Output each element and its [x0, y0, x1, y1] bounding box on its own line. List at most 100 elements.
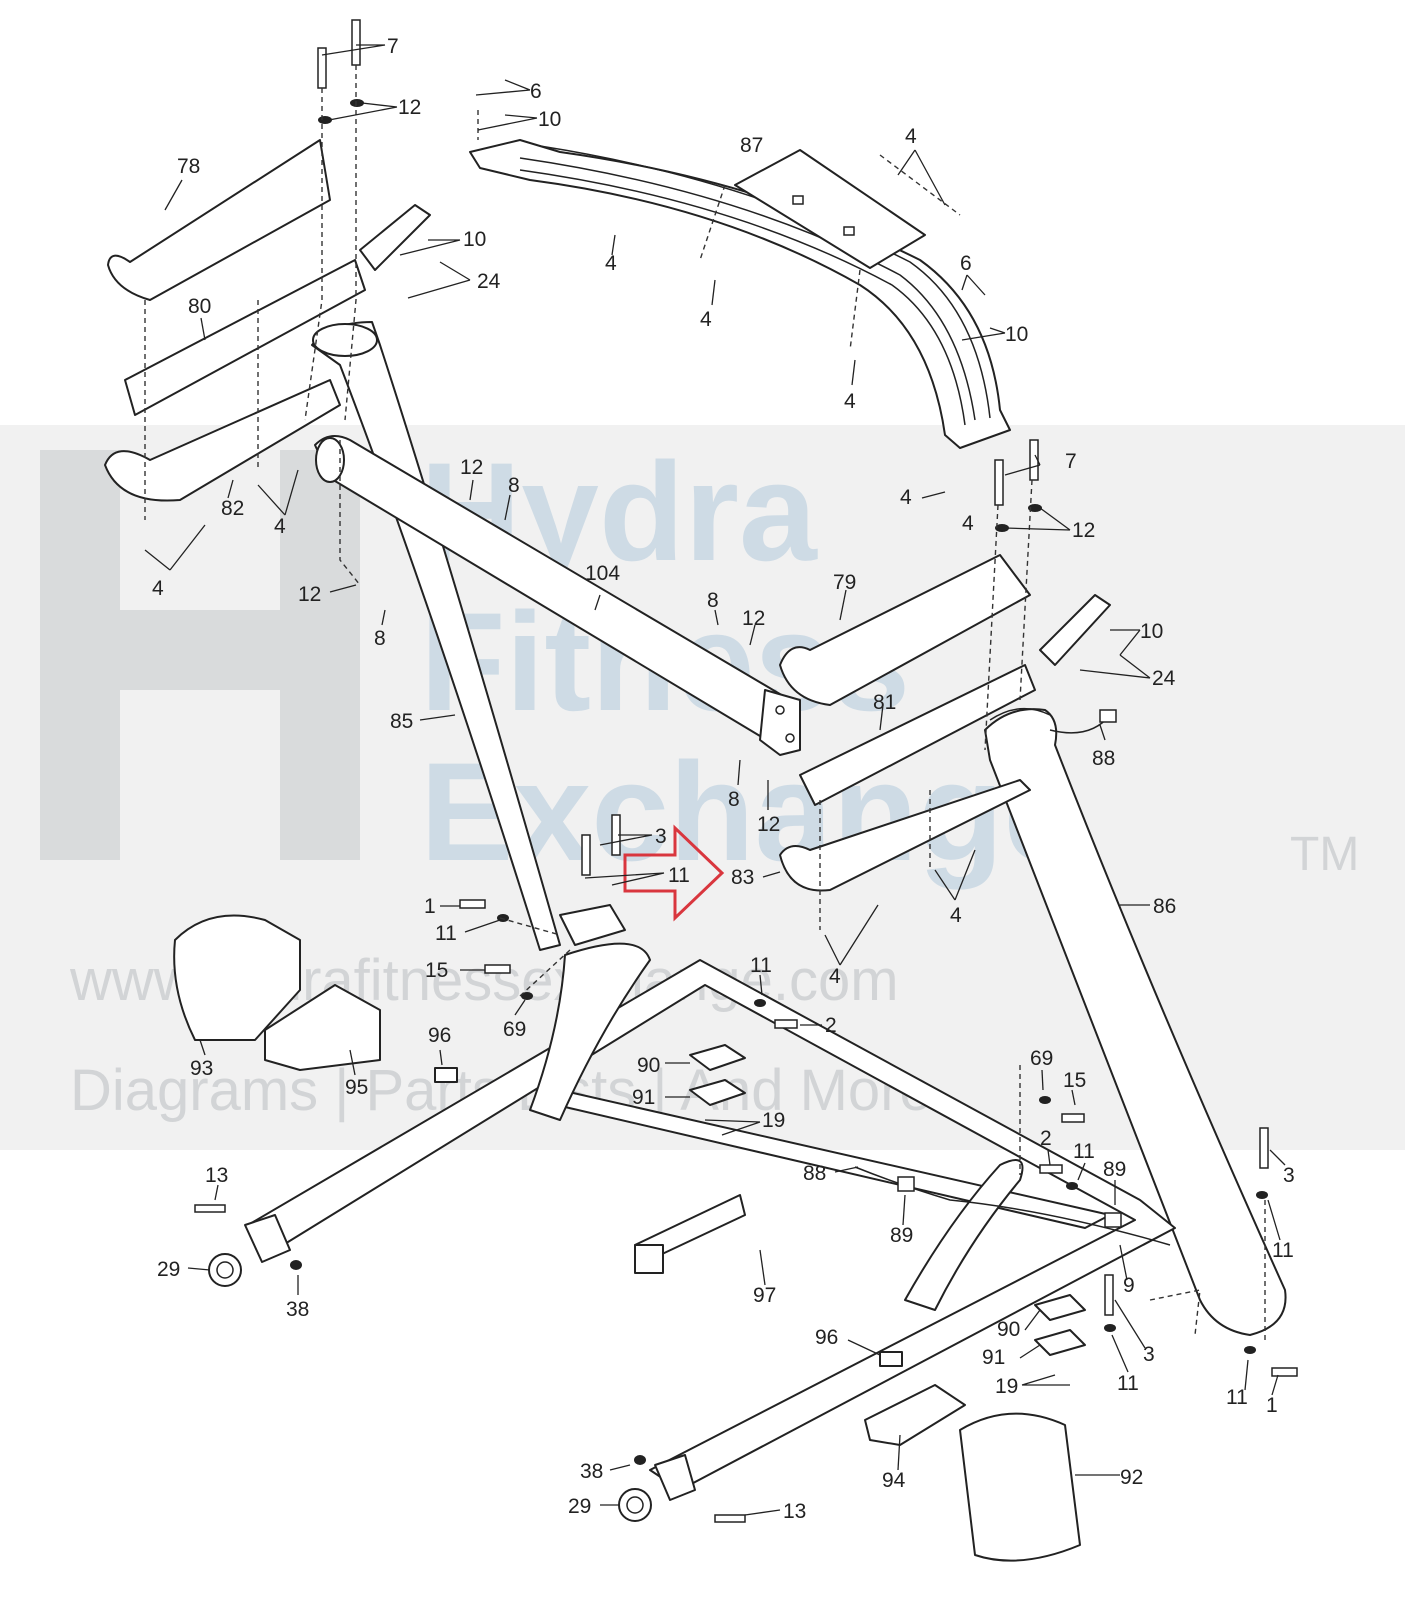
part-label: 8: [374, 627, 386, 650]
assembly-lines: [144, 65, 1266, 1340]
part-label: 1: [424, 895, 436, 918]
part-label: 10: [1140, 620, 1163, 643]
part-label: 89: [890, 1224, 913, 1247]
part-label: 11: [750, 954, 772, 977]
part-label: 79: [833, 571, 856, 594]
leader-lines: [144, 44, 1286, 1516]
part-label: 87: [740, 134, 763, 157]
part-label: 10: [463, 228, 486, 251]
part-label: 80: [188, 295, 211, 318]
part-label: 90: [997, 1318, 1020, 1341]
part-label: 92: [1120, 1466, 1143, 1489]
part-label: 29: [157, 1258, 180, 1281]
part-label: 4: [900, 486, 912, 509]
part-label: 4: [844, 390, 856, 413]
part-label: 12: [460, 456, 483, 479]
part-label: 88: [1092, 747, 1115, 770]
part-label: 90: [637, 1054, 660, 1077]
part-label: 11: [1073, 1140, 1095, 1163]
part-label: 38: [580, 1460, 603, 1483]
part-label: 19: [762, 1109, 785, 1132]
part-label: 12: [398, 96, 421, 119]
part-label: 4: [829, 965, 841, 988]
part-label: 104: [585, 562, 620, 585]
part-label: 81: [873, 691, 896, 714]
part-label: 8: [508, 474, 520, 497]
part-label: 97: [753, 1284, 776, 1307]
part-label: 11: [1226, 1386, 1248, 1409]
part-label: 93: [190, 1057, 213, 1080]
part-label: 69: [503, 1018, 526, 1041]
part-label: 96: [428, 1024, 451, 1047]
part-label: 83: [731, 866, 754, 889]
part-label: 7: [1065, 450, 1077, 473]
part-label: 13: [783, 1500, 806, 1523]
part-label: 6: [960, 252, 972, 275]
part-label: 4: [152, 577, 164, 600]
part-label: 4: [905, 125, 917, 148]
part-label: 4: [274, 515, 286, 538]
watermark-logo: [40, 450, 360, 860]
part-label: 3: [655, 825, 667, 848]
part-label: 10: [538, 108, 561, 131]
part-label: 19: [995, 1375, 1018, 1398]
part-label: 11: [1117, 1372, 1139, 1395]
part-label: 91: [982, 1346, 1005, 1369]
part-label: 95: [345, 1076, 368, 1099]
part-label: 10: [1005, 323, 1028, 346]
part-label: 2: [825, 1014, 837, 1037]
left-upright-85: [311, 321, 801, 951]
highlight-arrow: [623, 824, 725, 922]
handrail-left: [104, 139, 431, 502]
part-label: 15: [425, 959, 448, 982]
washers: [290, 99, 1268, 1465]
part-label: 1: [1266, 1394, 1278, 1417]
right-upright-86: [984, 707, 1287, 1336]
bolts: [194, 19, 1298, 1523]
part-label: 12: [757, 813, 780, 836]
part-label: 11: [435, 922, 457, 945]
console-frame-87: [469, 139, 1011, 449]
part-label: 69: [1030, 1047, 1053, 1070]
brackets-90-91: [434, 1044, 1086, 1367]
part-label: 88: [803, 1162, 826, 1185]
part-label: 8: [707, 589, 719, 612]
part-label: 11: [668, 864, 690, 887]
part-label: 82: [221, 497, 244, 520]
covers: [173, 914, 1081, 1562]
part-label: 8: [728, 788, 740, 811]
part-label: 9: [1123, 1274, 1135, 1297]
part-label: 96: [815, 1326, 838, 1349]
part-label: 24: [477, 270, 501, 293]
part-label: 12: [1072, 519, 1095, 542]
part-label: 94: [882, 1469, 906, 1492]
part-label: 11: [1272, 1239, 1294, 1262]
wiring-88: [854, 709, 1171, 1246]
part-label: 29: [568, 1495, 591, 1518]
part-label: 4: [962, 512, 974, 535]
part-label: 38: [286, 1298, 309, 1321]
part-label: 4: [605, 252, 617, 275]
part-label: 4: [700, 308, 712, 331]
part-label: 78: [177, 155, 200, 178]
part-label: 86: [1153, 895, 1176, 918]
watermark-tm: TM: [1290, 828, 1359, 881]
part-label: 3: [1143, 1343, 1155, 1366]
part-label: 13: [205, 1164, 228, 1187]
part-label: 91: [632, 1086, 655, 1109]
part-label: 12: [742, 607, 765, 630]
part-label: 85: [390, 710, 413, 733]
part-label: 2: [1040, 1127, 1052, 1150]
part-label: 6: [530, 80, 542, 103]
part-label: 15: [1063, 1069, 1086, 1092]
handrail-right: [779, 554, 1111, 892]
part-label: 89: [1103, 1158, 1126, 1181]
part-label: 7: [387, 35, 399, 58]
part-label: 4: [950, 904, 962, 927]
part-label: 24: [1152, 667, 1176, 690]
part-label: 12: [298, 583, 321, 606]
base-frame-97: [244, 904, 1176, 1501]
part-label: 3: [1283, 1164, 1295, 1187]
